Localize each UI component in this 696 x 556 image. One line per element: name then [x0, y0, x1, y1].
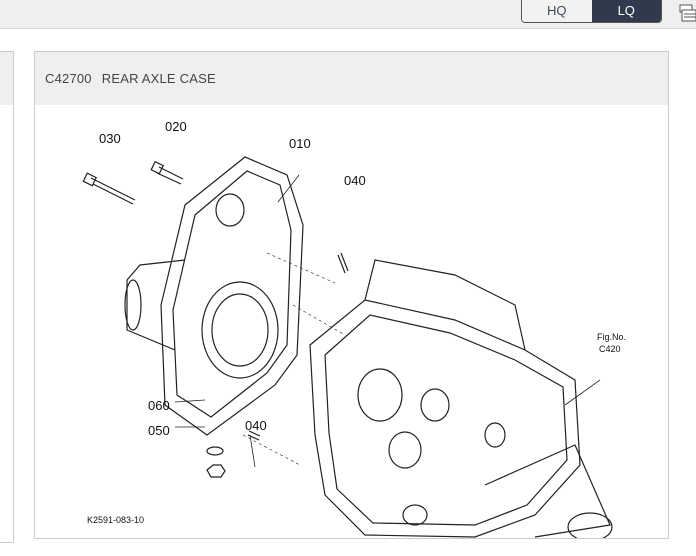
part-label-010[interactable]: 010 [289, 136, 311, 151]
left-panel [0, 51, 14, 543]
hq-button[interactable]: HQ [522, 0, 592, 22]
card-header: C42700 REAR AXLE CASE [35, 52, 668, 105]
part-label-060[interactable]: 060 [148, 398, 170, 413]
exploded-parts-drawing [82, 156, 613, 538]
part-label-050[interactable]: 050 [148, 423, 170, 438]
fig-ref-value[interactable]: C420 [599, 344, 621, 354]
top-toolbar: HQ LQ [0, 0, 696, 29]
part-label-020[interactable]: 020 [165, 119, 187, 134]
part-label-030[interactable]: 030 [99, 131, 121, 146]
fig-ref-label: Fig.No. [597, 332, 627, 342]
drawing-id: K2591-083-10 [87, 515, 145, 525]
part-code: C42700 [45, 71, 92, 86]
part-title: REAR AXLE CASE [101, 71, 216, 86]
print-icon[interactable] [678, 4, 696, 22]
part-label-040[interactable]: 040 [344, 173, 366, 188]
parts-diagram-card: C42700 REAR AXLE CASE [34, 51, 669, 539]
lq-button[interactable]: LQ [591, 0, 661, 22]
part-label-040b[interactable]: 040 [245, 418, 267, 433]
quality-toggle: HQ LQ [521, 0, 662, 23]
